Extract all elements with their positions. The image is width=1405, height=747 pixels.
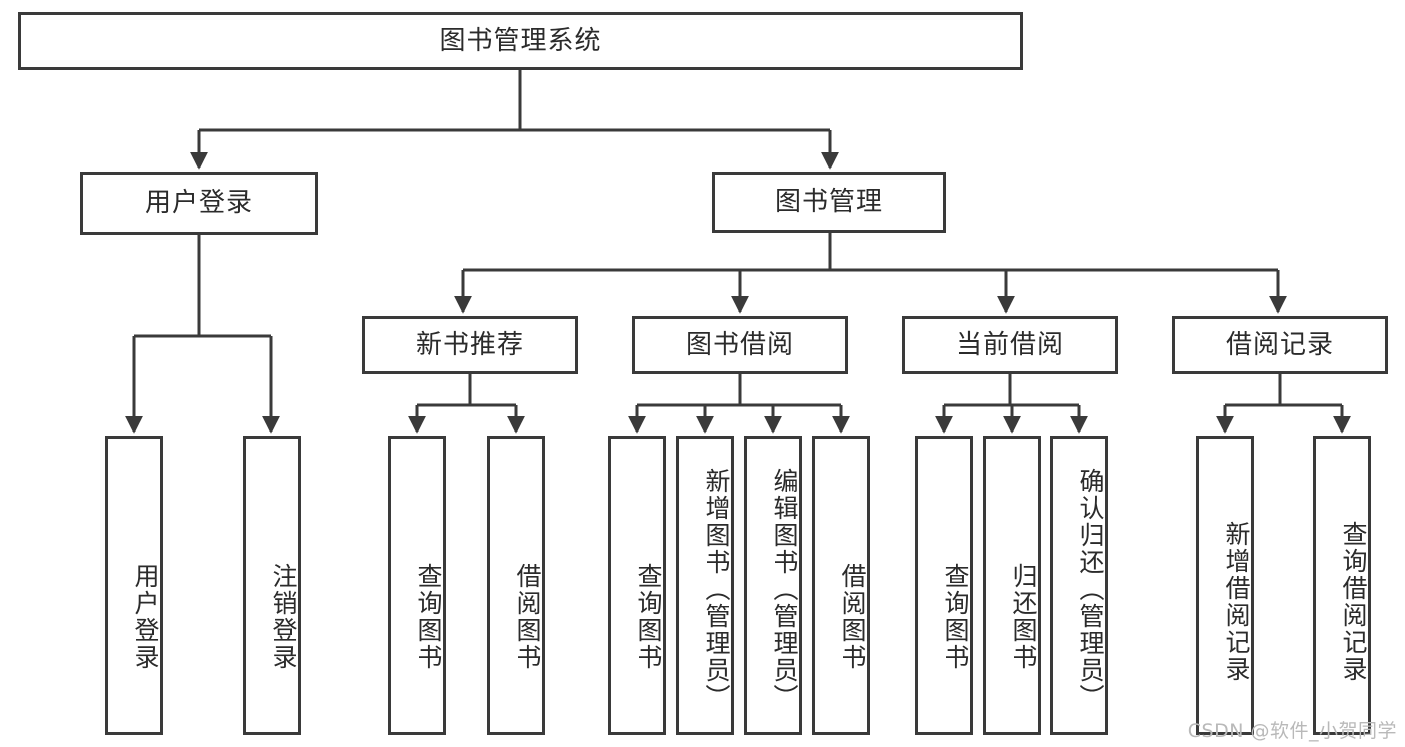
node-cb-return-book[interactable]: 归还图书: [983, 436, 1041, 735]
node-book-admin[interactable]: 图书管理: [712, 172, 946, 233]
node-new-book-rec[interactable]: 新书推荐: [362, 316, 578, 374]
node-cb-query-book-label: 查询图书: [941, 562, 970, 671]
node-user-logout-label: 注销登录: [269, 562, 298, 671]
node-current-borrow-label: 当前借阅: [955, 329, 1064, 360]
node-new-book-rec-label: 新书推荐: [415, 329, 524, 360]
node-user-login-do-label: 用户登录: [131, 562, 160, 671]
node-root[interactable]: 图书管理系统: [18, 12, 1023, 70]
node-cb-confirm-return-label: 确认归还（管理员）: [1076, 468, 1105, 711]
node-cb-return-book-label: 归还图书: [1009, 562, 1038, 671]
node-cb-confirm-return[interactable]: 确认归还（管理员）: [1050, 436, 1108, 735]
node-nbr-borrow-book-label: 借阅图书: [513, 562, 542, 671]
node-book-admin-label: 图书管理: [774, 187, 883, 218]
node-root-label: 图书管理系统: [439, 25, 602, 56]
node-bb-edit-book-label: 编辑图书（管理员）: [770, 468, 799, 711]
node-user-login-do[interactable]: 用户登录: [105, 436, 163, 735]
node-bb-edit-book[interactable]: 编辑图书（管理员）: [744, 436, 802, 735]
node-book-borrow-label: 图书借阅: [685, 329, 794, 360]
node-borrow-record-label: 借阅记录: [1225, 329, 1334, 360]
node-user-login[interactable]: 用户登录: [80, 172, 318, 235]
node-bb-borrow-book[interactable]: 借阅图书: [812, 436, 870, 735]
node-br-add-record-label: 新增借阅记录: [1222, 520, 1251, 683]
node-borrow-record[interactable]: 借阅记录: [1172, 316, 1388, 374]
node-user-login-label: 用户登录: [144, 188, 253, 219]
node-cb-query-book[interactable]: 查询图书: [915, 436, 973, 735]
node-current-borrow[interactable]: 当前借阅: [902, 316, 1118, 374]
node-nbr-borrow-book[interactable]: 借阅图书: [487, 436, 545, 735]
node-bb-add-book[interactable]: 新增图书（管理员）: [676, 436, 734, 735]
node-bb-query-book[interactable]: 查询图书: [608, 436, 666, 735]
node-user-logout[interactable]: 注销登录: [243, 436, 301, 735]
node-br-query-record-label: 查询借阅记录: [1339, 520, 1368, 683]
node-br-query-record[interactable]: 查询借阅记录: [1313, 436, 1371, 735]
node-bb-borrow-book-label: 借阅图书: [838, 562, 867, 671]
node-bb-query-book-label: 查询图书: [634, 562, 663, 671]
node-book-borrow[interactable]: 图书借阅: [632, 316, 848, 374]
node-nbr-query-book-label: 查询图书: [414, 562, 443, 671]
node-bb-add-book-label: 新增图书（管理员）: [702, 468, 731, 711]
csdn-watermark: CSDN @软件_小贺同学: [1187, 720, 1397, 742]
node-br-add-record[interactable]: 新增借阅记录: [1196, 436, 1254, 735]
node-nbr-query-book[interactable]: 查询图书: [388, 436, 446, 735]
